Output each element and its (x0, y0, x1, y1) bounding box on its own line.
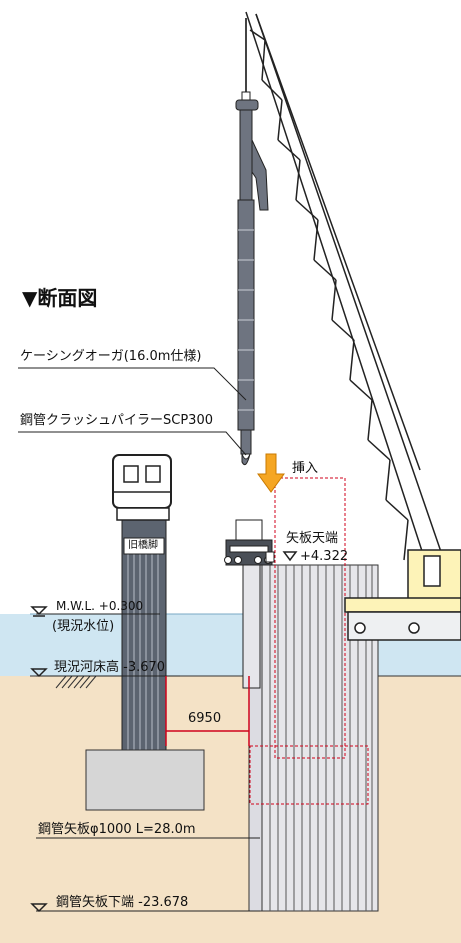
sheet-pile-top-label: 矢板天端 (286, 531, 339, 546)
top-level-marker-icon (282, 551, 298, 562)
bottom-level-marker-icon (30, 903, 48, 913)
lower-range-outline (249, 745, 369, 805)
mwl-label: M.W.L. +0.300 (56, 599, 144, 613)
sheet-pile-top-level: +4.322 (300, 549, 349, 564)
insert-label: 挿入 (292, 461, 319, 476)
section-title: ▼断面図 (22, 286, 98, 310)
old-bridge-pier (85, 454, 205, 811)
sheet-pile-spec-label: 鋼管矢板φ1000 L=28.0m (38, 822, 196, 837)
current-water-level-label: (現況水位) (52, 619, 115, 634)
riverbed-marker-icon (30, 668, 48, 678)
crawler-crane-base (344, 549, 461, 641)
ground-hatch (55, 675, 97, 689)
crush-piler-label: 鋼管クラッシュパイラーSCP300 (20, 413, 213, 428)
leader-lines (18, 367, 260, 912)
crane-boom (245, 11, 461, 611)
crush-piler-machine (224, 519, 275, 689)
insert-arrow-icon (257, 453, 285, 493)
distance-label: 6950 (188, 711, 222, 726)
sheet-pile-bottom-label: 鋼管矢板下端 -23.678 (56, 895, 189, 910)
casing-auger (235, 18, 269, 466)
riverbed-soil (0, 676, 461, 943)
distance-dimension (165, 676, 250, 746)
old-pier-label: 旧橋脚 (128, 540, 158, 551)
mwl-marker-icon (30, 606, 48, 616)
current-riverbed-label: 現況河床高 -3.670 (54, 660, 166, 675)
sheet-pile-top-range (274, 477, 346, 759)
casing-auger-label: ケーシングオーガ(16.0m仕様) (20, 349, 202, 364)
